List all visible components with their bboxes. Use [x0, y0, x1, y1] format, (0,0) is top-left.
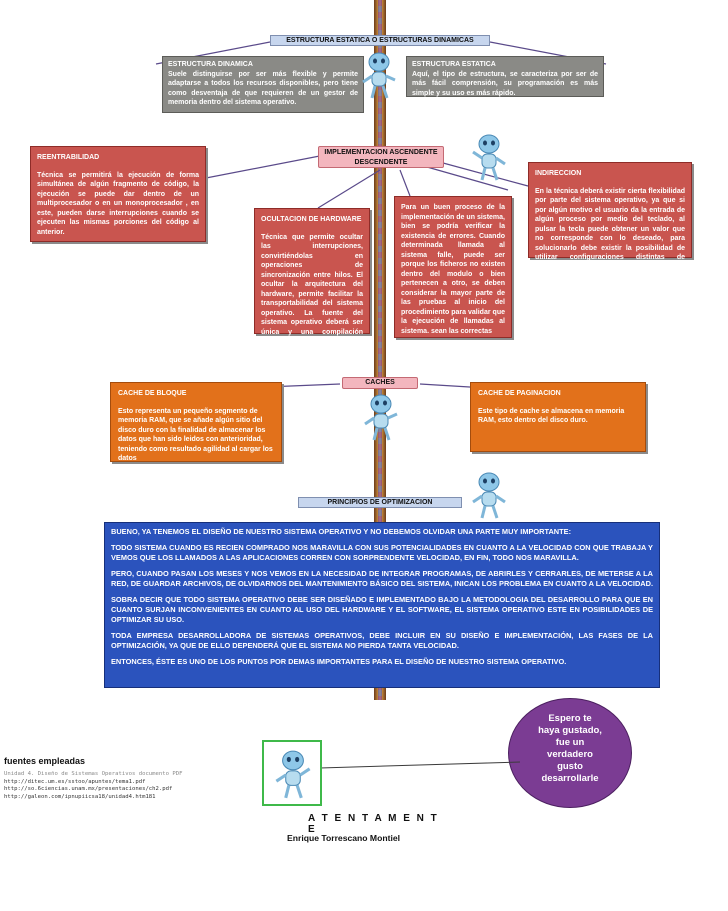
estructura-estatica-title: ESTRUCTURA ESTATICA: [412, 61, 496, 68]
indireccion-text: En la técnica deberá existir cierta flex…: [535, 187, 685, 271]
bubble-line: haya gustado,: [538, 725, 602, 736]
page-title: ESTRUCTURA ESTATICA O ESTRUCTURAS DINAMI…: [270, 35, 490, 46]
cache-paginacion-title: CACHE DE PAGINACION: [478, 390, 561, 397]
robot-mascot-icon: [275, 750, 311, 799]
reentrabilidad-title: REENTRABILIDAD: [37, 154, 100, 161]
farewell-bubble: Espero te haya gustado, fue un verdadero…: [508, 698, 632, 808]
bubble-line: verdadero: [547, 749, 593, 760]
robot-mascot-icon: [362, 52, 396, 99]
optimizacion-paragraph: TODO SISTEMA CUANDO ES RECIEN COMPRADO N…: [111, 543, 653, 562]
fuentes-list: Unidad 4. Diseño de Sistemas Operativos …: [4, 771, 244, 801]
optimizacion-paragraph: TODA EMPRESA DESARROLLADORA DE SISTEMAS …: [111, 631, 653, 650]
fuente-item: http://ditec.um.es/sstoo/apuntes/tema1.p…: [4, 778, 146, 785]
page-title-text: ESTRUCTURA ESTATICA O ESTRUCTURAS DINAMI…: [286, 37, 474, 44]
optimizacion-paragraph: BUENO, YA TENEMOS EL DISEÑO DE NUESTRO S…: [111, 527, 572, 536]
cache-paginacion-box: CACHE DE PAGINACION Este tipo de cache s…: [470, 382, 646, 452]
bubble-line: fue un: [555, 737, 585, 748]
implementacion-header: IMPLEMENTACION ASCENDENTE DESCENDENTE: [318, 146, 444, 168]
cache-bloque-text: Esto representa un pequeño segmento de m…: [118, 407, 273, 463]
bubble-pointer: [320, 761, 521, 769]
estructura-estatica-box: ESTRUCTURA ESTATICA Aquí, el tipo de est…: [406, 56, 604, 97]
estructura-dinamica-text: Suele distinguirse por ser más flexible …: [168, 70, 358, 107]
fuente-item: Unidad 4. Diseño de Sistemas Operativos …: [4, 771, 183, 777]
implementacion-detalle-box: Para un buen proceso de la implementació…: [394, 196, 512, 338]
ocultacion-hardware-text: Técnica que permite ocultar las interrup…: [261, 233, 363, 346]
cache-paginacion-text: Este tipo de cache se almacena en memori…: [478, 407, 625, 425]
cache-bloque-title: CACHE DE BLOQUE: [118, 390, 187, 397]
optimizacion-box: BUENO, YA TENEMOS EL DISEÑO DE NUESTRO S…: [104, 522, 660, 688]
fuentes-title: fuentes empleadas: [4, 756, 86, 766]
robot-mascot-icon: [364, 394, 398, 441]
bubble-line: desarrollarle: [541, 773, 599, 784]
reentrabilidad-text: Técnica se permitirá la ejecución de for…: [37, 171, 199, 236]
implementacion-header-text: IMPLEMENTACION ASCENDENTE DESCENDENTE: [324, 149, 438, 166]
estructura-dinamica-box: ESTRUCTURA DINAMICA Suele distinguirse p…: [162, 56, 364, 113]
author-name: Enrique Torrescano Montiel: [287, 833, 401, 843]
robot-frame: [262, 740, 322, 806]
reentrabilidad-box: REENTRABILIDAD Técnica se permitirá la e…: [30, 146, 206, 242]
principios-header-text: PRINCIPIOS DE OPTIMIZACION: [327, 499, 433, 506]
estructura-dinamica-title: ESTRUCTURA DINAMICA: [168, 61, 253, 68]
bubble-line: gusto: [557, 761, 583, 772]
principios-header: PRINCIPIOS DE OPTIMIZACION: [298, 497, 462, 508]
ocultacion-hardware-box: OCULTACION DE HARDWARE Técnica que permi…: [254, 208, 370, 345]
indireccion-box: INDIRECCION En la técnica deberá existir…: [528, 162, 692, 271]
fuente-item: http://galeon.com/ipnupiicsa18/unidad4.h…: [4, 793, 156, 800]
implementacion-detalle-text: Para un buen proceso de la implementació…: [401, 204, 505, 335]
bubble-line: Espero te: [548, 713, 592, 724]
optimizacion-paragraph: ENTONCES, ÉSTE ES UNO DE LOS PUNTOS POR …: [111, 657, 567, 666]
ocultacion-hardware-title: OCULTACION DE HARDWARE: [261, 216, 362, 223]
atentamente: A T E N T A M E N T E: [308, 813, 439, 835]
caches-header: CACHES: [342, 377, 418, 389]
optimizacion-paragraph: SOBRA DECIR QUE TODO SISTEMA OPERATIVO D…: [111, 595, 653, 624]
indireccion-title: INDIRECCION: [535, 170, 582, 177]
estructura-estatica-text: Aquí, el tipo de estructura, se caracter…: [412, 70, 598, 97]
optimizacion-paragraph: PERO, CUANDO PASAN LOS MESES Y NOS VEMOS…: [111, 569, 654, 588]
robot-mascot-icon: [472, 134, 506, 181]
fuente-item: http://so.6ciencias.unam.mx/presentacion…: [4, 786, 173, 792]
caches-header-text: CACHES: [365, 379, 395, 386]
cache-bloque-box: CACHE DE BLOQUE Esto representa un peque…: [110, 382, 282, 462]
robot-mascot-icon: [472, 472, 506, 519]
